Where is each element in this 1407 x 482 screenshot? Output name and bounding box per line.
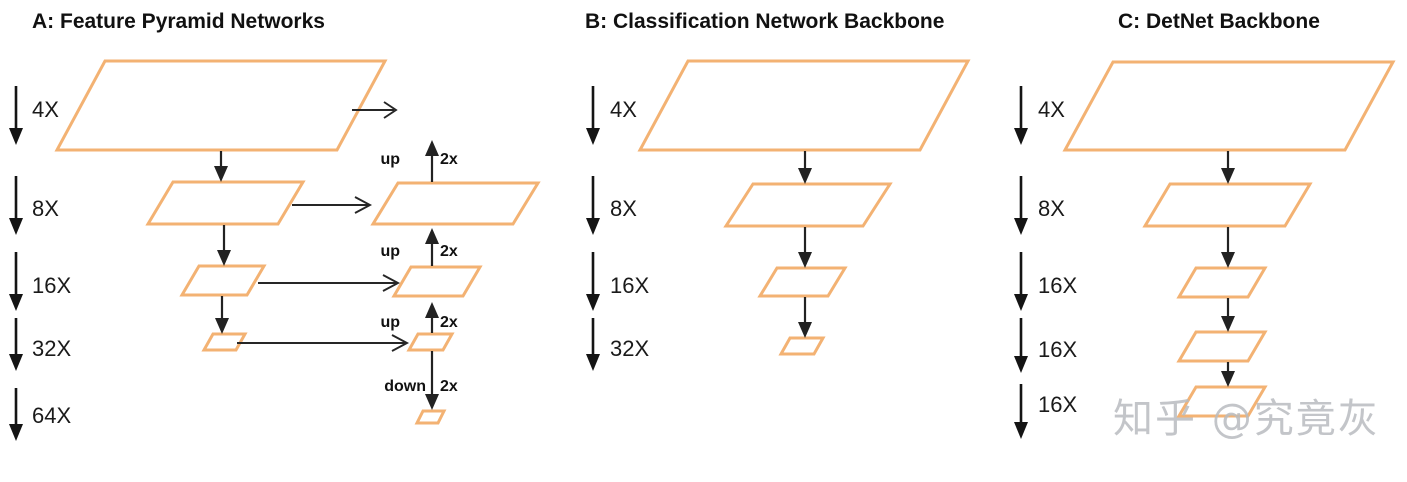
panel-c-scale-label-4: 16X	[1038, 392, 1077, 417]
panel-c-scale-label-0: 4X	[1038, 97, 1065, 122]
panel-a-scale-32x: 32X	[9, 318, 71, 371]
panel-c-scale-8x: 8X	[1014, 176, 1065, 235]
panel-c-block-16x-a	[1176, 266, 1268, 299]
panel-c-block-4x	[1062, 60, 1396, 152]
panel-a-up-arrow-3: up 2x	[380, 302, 458, 333]
panel-b-scale-label-0: 4X	[610, 97, 637, 122]
panel-c-down-arrow-4to8	[1221, 151, 1235, 184]
panel-b-down-arrow-4to8	[798, 151, 812, 184]
panel-c-scale-16x-c: 16X	[1014, 384, 1077, 439]
panel-a-scale-label-3: 32X	[32, 336, 71, 361]
panel-b-block-4x	[637, 59, 971, 152]
panel-b-block-8x	[723, 182, 893, 228]
panel-b-block-16x	[757, 266, 848, 298]
panel-a-title: A: Feature Pyramid Networks	[32, 10, 325, 33]
panel-a-lateral-arrow-16x	[258, 274, 401, 292]
panel-b-down-arrow-16to32	[798, 297, 812, 338]
panel-b-scale-label-2: 16X	[610, 273, 649, 298]
panel-b-scale-4x: 4X	[586, 86, 637, 145]
panel-a-down-arrow-8to16	[217, 225, 231, 266]
panel-c-block-16x-b	[1176, 330, 1268, 363]
panel-a-op-factor-1: 2x	[440, 243, 458, 260]
panel-b-scale-label-1: 8X	[610, 196, 637, 221]
panel-a-down-arrow-1: down 2x	[384, 351, 458, 410]
panel-c-down-arrow-16to16b	[1221, 362, 1235, 387]
panel-b-scale-8x: 8X	[586, 176, 637, 235]
panel-b-title: B: Classification Network Backbone	[585, 10, 944, 33]
panel-a-scale-16x: 16X	[9, 252, 71, 311]
panel-c-block-8x	[1142, 182, 1313, 228]
panel-a-scale-label-1: 8X	[32, 196, 59, 221]
panel-a-fpn-block-32x	[406, 332, 455, 352]
panel-a-block-16x	[179, 264, 267, 297]
watermark-label: 知乎 @究竟灰	[1113, 396, 1380, 442]
panel-a-fpn-block-8x	[370, 181, 541, 226]
panel-a-op-factor-3: 2x	[440, 378, 458, 395]
panel-a-op-factor-2: 2x	[440, 314, 458, 331]
panel-c-title: C: DetNet Backbone	[1118, 10, 1320, 33]
panel-b-scale-16x: 16X	[586, 252, 649, 311]
panel-c-down-arrow-16to16a	[1221, 298, 1235, 332]
panel-c-scale-label-2: 16X	[1038, 273, 1077, 298]
panel-a-op-label-1: up	[380, 243, 400, 260]
panel-a-up-arrow-2: up 2x	[380, 228, 458, 266]
panel-a-block-8x	[145, 180, 306, 226]
panel-a-scale-label-0: 4X	[32, 97, 59, 122]
panel-c-scale-16x-a: 16X	[1014, 252, 1077, 311]
panel-a-block-4x	[54, 59, 388, 152]
panel-a-scale-4x: 4X	[9, 86, 59, 145]
panel-b-scale-label-3: 32X	[610, 336, 649, 361]
panel-a-lateral-arrow-8x	[292, 196, 373, 214]
panel-a-lateral-arrow-4x	[352, 101, 398, 119]
panel-b-block-32x	[778, 336, 826, 356]
panel-a-block-32x	[201, 332, 248, 352]
panel-a-scale-label-2: 16X	[32, 273, 71, 298]
panel-a-down-arrow-16to32	[215, 296, 229, 334]
panel-c-scale-label-3: 16X	[1038, 337, 1077, 362]
panel-a-up-arrow-1: up 2x	[380, 140, 458, 182]
panel-a-op-label-2: up	[380, 314, 400, 331]
panel-c-block-16x-c	[1176, 385, 1268, 418]
panel-b-down-arrow-8to16	[798, 227, 812, 268]
panel-c-scale-16x-b: 16X	[1014, 318, 1077, 373]
panel-c-scale-4x: 4X	[1014, 86, 1065, 145]
panel-a-lateral-arrow-32x	[237, 334, 410, 352]
panel-a-fpn-block-64x	[414, 409, 447, 425]
panel-a-scale-label-4: 64X	[32, 403, 71, 428]
panel-c-scale-label-1: 8X	[1038, 196, 1065, 221]
panel-a-op-factor-0: 2x	[440, 151, 458, 168]
panel-a-op-label-0: up	[380, 151, 400, 168]
panel-a-scale-64x: 64X	[9, 388, 71, 441]
panel-a-fpn-block-16x	[391, 265, 483, 298]
panel-a-op-label-3: down	[384, 378, 426, 395]
panel-b-scale-32x: 32X	[586, 318, 649, 371]
panel-a-down-arrow-4to8	[214, 151, 228, 182]
panel-a-scale-8x: 8X	[9, 176, 59, 235]
panel-c-down-arrow-8to16	[1221, 227, 1235, 268]
